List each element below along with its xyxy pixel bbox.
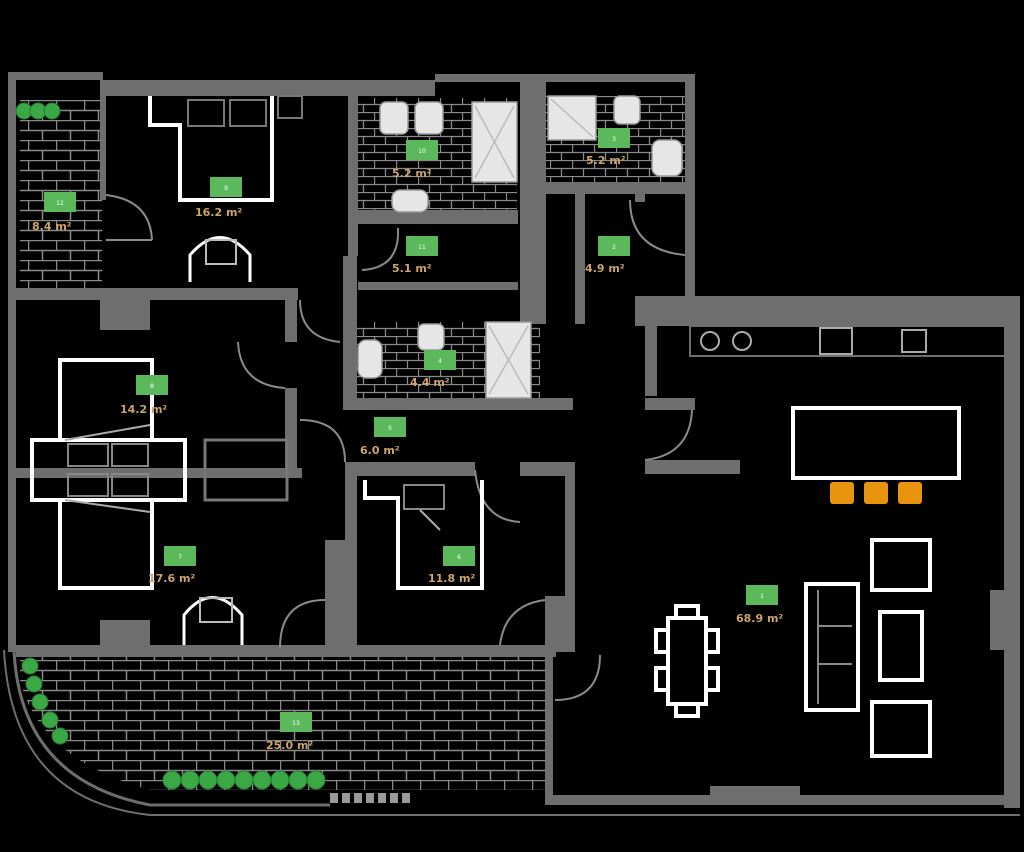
room-8-label: 8 14.2 m² xyxy=(120,375,168,416)
room-area: 5.1 m² xyxy=(392,262,432,275)
kitchen xyxy=(689,325,1006,504)
room-area: 25.0 m² xyxy=(266,739,313,752)
room-badge xyxy=(210,177,242,197)
room-badge xyxy=(746,585,778,605)
room-badge xyxy=(598,236,630,256)
kitchen-island xyxy=(791,406,961,480)
room-badge xyxy=(406,236,438,256)
sofa xyxy=(804,582,860,712)
hob-icon xyxy=(700,331,720,351)
plants xyxy=(15,102,326,790)
room-4-label: 4 4.4 m² xyxy=(410,350,456,389)
room-13-label: 13 25.0 m² xyxy=(266,712,313,752)
terrace-railing xyxy=(330,793,410,803)
room-1-label: 1 68.9 m² xyxy=(736,585,783,625)
room-area: 14.2 m² xyxy=(120,403,167,416)
room-area: 4.9 m² xyxy=(585,262,625,275)
room-badge xyxy=(424,350,456,370)
walls xyxy=(8,72,1020,808)
room-5-label: 5 6.0 m² xyxy=(360,417,406,457)
room-area: 17.6 m² xyxy=(148,572,195,585)
room-number: 13 xyxy=(292,720,300,727)
sanitary-fixtures xyxy=(357,95,683,399)
room-number: 1 xyxy=(760,593,764,600)
room-number: 7 xyxy=(178,554,182,561)
room-area: 5.2 m² xyxy=(586,154,626,167)
room-7-label: 7 17.6 m² xyxy=(148,546,196,585)
room-area: 8.4 m² xyxy=(32,220,72,233)
room-number: 3 xyxy=(612,136,616,143)
room-number: 12 xyxy=(56,200,64,207)
terrace-curved-edge xyxy=(12,649,330,807)
room-area: 11.8 m² xyxy=(428,572,475,585)
room-11-label: 11 5.1 m² xyxy=(392,236,438,275)
armchair xyxy=(870,538,932,592)
room-badge xyxy=(443,546,475,566)
bed-room-9 xyxy=(148,95,303,282)
room-badge xyxy=(44,192,76,212)
room-2-label: 2 4.9 m² xyxy=(585,236,630,275)
room-6-label: 6 11.8 m² xyxy=(428,546,475,585)
room-area: 5.2 m² xyxy=(392,167,432,180)
bar-stools xyxy=(830,482,922,504)
room-3-label: 3 5.2 m² xyxy=(586,128,630,167)
bed-room-6 xyxy=(363,480,484,590)
room-number: 9 xyxy=(224,185,228,192)
room-badge xyxy=(136,375,168,395)
room-area: 4.4 m² xyxy=(410,376,450,389)
room-badge xyxy=(406,140,438,160)
room-area: 68.9 m² xyxy=(736,612,783,625)
room-badge xyxy=(374,417,406,437)
room-area: 6.0 m² xyxy=(360,444,400,457)
dining-table xyxy=(666,616,708,706)
doors xyxy=(105,194,693,701)
living-furniture xyxy=(654,538,932,758)
room-12-label: 12 8.4 m² xyxy=(32,192,76,233)
room-number: 2 xyxy=(612,244,616,251)
room-badge xyxy=(164,546,196,566)
room-number: 4 xyxy=(438,358,442,365)
room-10-label: 10 5.2 m² xyxy=(392,140,438,180)
room-number: 8 xyxy=(150,383,154,390)
room-badge xyxy=(598,128,630,148)
room-area: 16.2 m² xyxy=(195,206,242,219)
room-number: 5 xyxy=(388,425,392,432)
room-9-label: 9 16.2 m² xyxy=(195,177,242,219)
beds-rooms-7-8 xyxy=(30,358,289,645)
room-number: 10 xyxy=(418,148,426,155)
room-labels: 1 68.9 m² 2 4.9 m² 3 5.2 m² 4 4.4 m² 5 6… xyxy=(32,128,783,752)
room-number: 6 xyxy=(457,554,461,561)
room-badge xyxy=(280,712,312,732)
room-number: 11 xyxy=(418,244,426,251)
